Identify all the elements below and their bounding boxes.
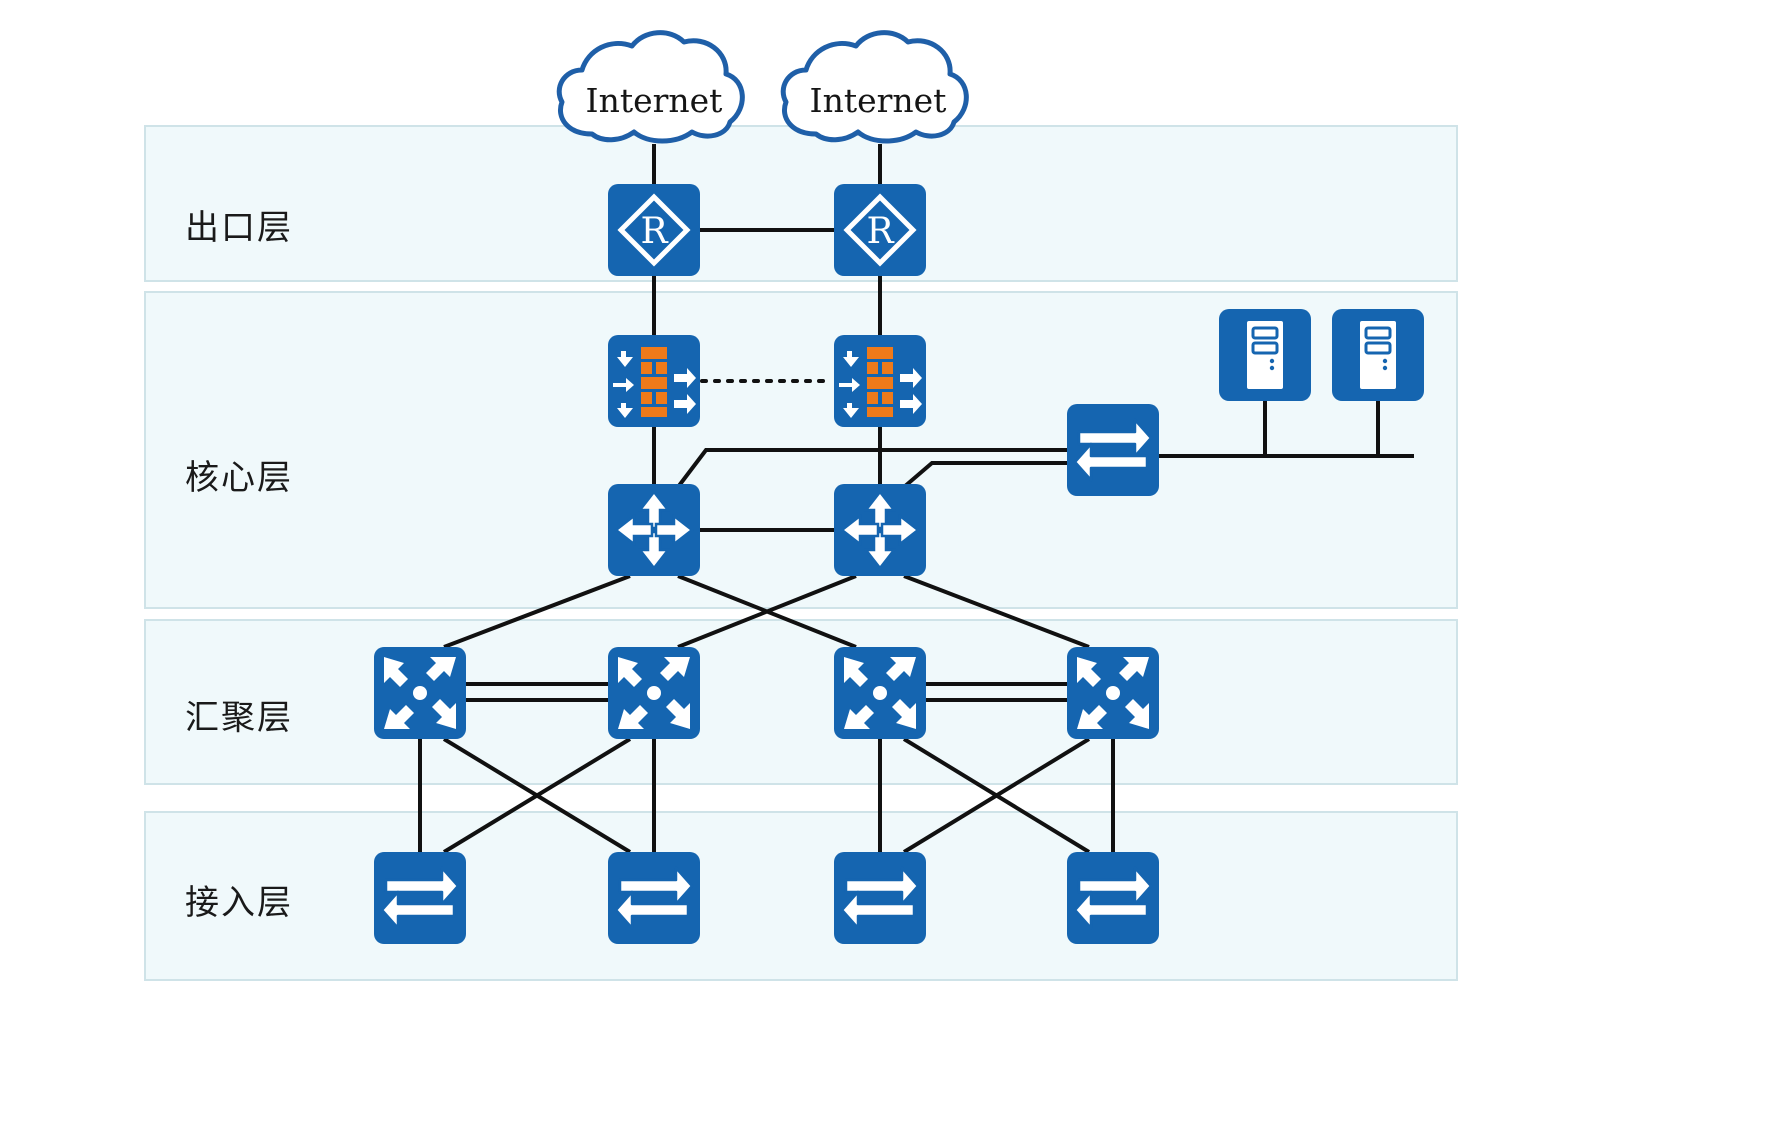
layer-bands — [144, 125, 1458, 981]
link-core-right-agg-2 — [677, 574, 857, 649]
internet-clouds: Internet Internet — [559, 33, 966, 141]
layer-label-core: 核心层 — [185, 458, 293, 498]
switch-icon-access-4[interactable] — [1065, 850, 1161, 946]
cloud-internet-right[interactable]: Internet — [783, 33, 966, 141]
cloud-right-label: Internet — [810, 81, 947, 120]
link-core-right-dmz-switch — [902, 461, 1067, 489]
band-egress — [144, 125, 1458, 282]
link-core-right-agg-4 — [903, 574, 1090, 649]
link-core-left-agg-1 — [443, 574, 631, 649]
switch-icon-access-1[interactable] — [372, 850, 468, 946]
band-access — [144, 811, 1458, 981]
link-core-left-dmz-switch — [676, 448, 1067, 489]
router-icon-left[interactable] — [608, 184, 700, 276]
link-agg-4-acc-3 — [902, 737, 1091, 854]
router-icon-right[interactable] — [834, 184, 926, 276]
layer-label-egress: 出口层 — [185, 208, 293, 248]
server-icon-1[interactable] — [1217, 307, 1313, 403]
aggregation-switch-icon-2[interactable] — [608, 647, 700, 739]
switch-icon-access-3[interactable] — [832, 850, 928, 946]
core-switch-icon-right[interactable] — [832, 482, 928, 578]
server-icon-2[interactable] — [1330, 307, 1426, 403]
firewall-icon-left[interactable] — [608, 335, 700, 427]
aggregation-switch-icon-4[interactable] — [1067, 647, 1159, 739]
layer-label-aggregation: 汇聚层 — [185, 698, 293, 738]
layer-label-access: 接入层 — [185, 883, 293, 923]
switch-icon-access-2[interactable] — [606, 850, 702, 946]
core-switch-icon-left[interactable] — [606, 482, 702, 578]
aggregation-switch-icon-3[interactable] — [834, 647, 926, 739]
band-aggregation — [144, 619, 1458, 785]
cloud-internet-left[interactable]: Internet — [559, 33, 742, 141]
switch-icon-dmz[interactable] — [1065, 402, 1161, 498]
firewall-icon-right[interactable] — [834, 335, 926, 427]
cloud-left-label: Internet — [586, 81, 723, 120]
aggregation-switch-icon-1[interactable] — [374, 647, 466, 739]
links — [418, 144, 1414, 854]
link-agg-2-acc-1 — [442, 737, 632, 854]
